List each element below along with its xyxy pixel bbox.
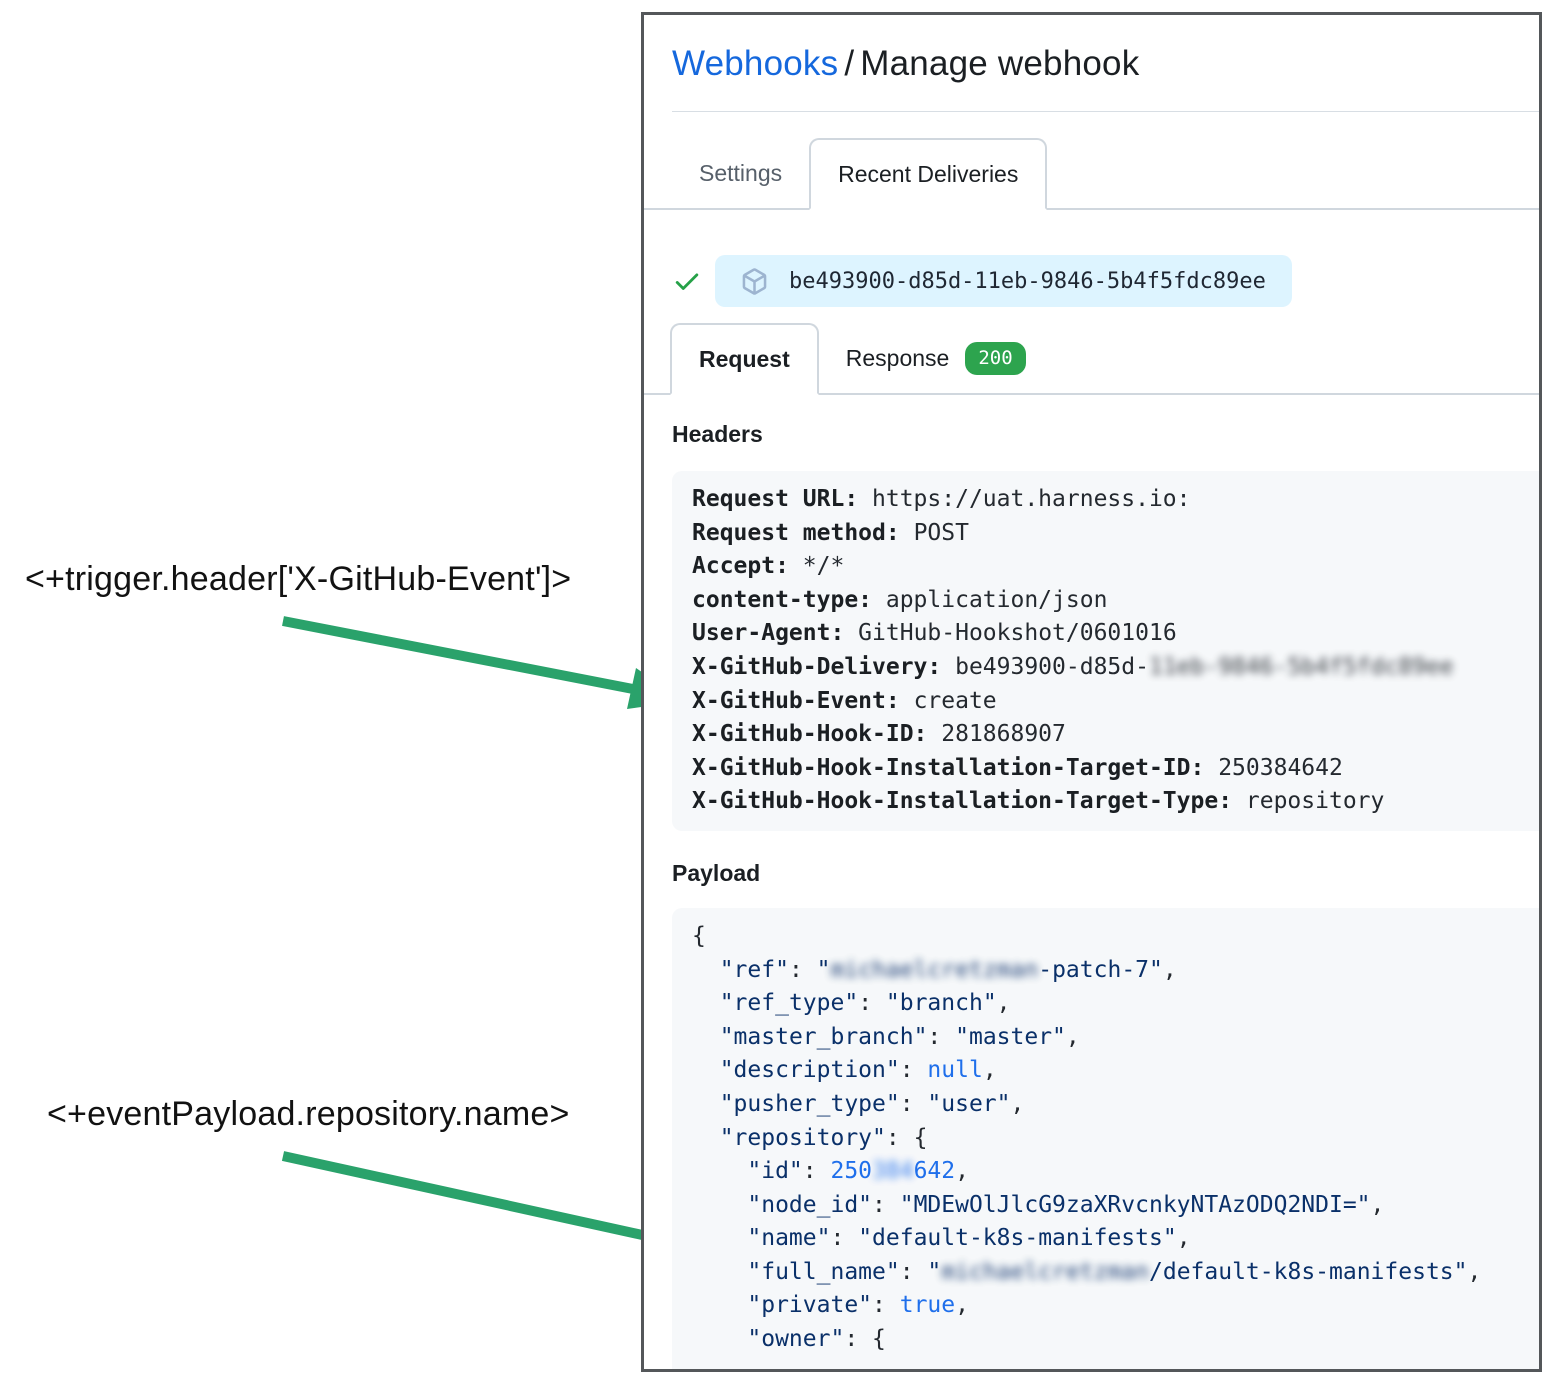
header-line: X-GitHub-Hook-ID: 281868907 [692, 721, 1066, 748]
payload-line: "ref_type": "branch", [719, 990, 1011, 1017]
payload-line: "private": true, [747, 1292, 969, 1319]
header-line: content-type: application/json [692, 586, 1108, 613]
tab-settings[interactable]: Settings [699, 159, 783, 186]
page-title: Webhooks/Manage webhook [672, 41, 1511, 86]
page-title-text: Manage webhook [860, 44, 1140, 83]
tab-recent-deliveries[interactable]: Recent Deliveries [809, 138, 1048, 210]
payload-line: "pusher_type": "user", [719, 1090, 1025, 1117]
payload-line: "repository": { [719, 1124, 928, 1151]
breadcrumb-webhooks-link[interactable]: Webhooks [672, 44, 839, 83]
arrow-to-github-event [282, 616, 684, 709]
check-icon [675, 273, 699, 290]
header-line: X-GitHub-Hook-Installation-Target-Type: … [692, 788, 1385, 815]
headers-section-title: Headers [672, 421, 763, 447]
delivery-guid: be493900-d85d-11eb-9846-5b4f5fdc89ee [789, 268, 1266, 294]
breadcrumb-separator: / [844, 44, 855, 83]
header-line: Accept: */* [692, 553, 845, 580]
payload-code-block: { "ref": "michaelcretzman-patch-7", "ref… [672, 907, 1539, 1369]
delivery-item[interactable]: be493900-d85d-11eb-9846-5b4f5fdc89ee [715, 255, 1292, 307]
tab-response-label: Response [845, 344, 950, 371]
trigger-expression-annotation: <+trigger.header['X-GitHub-Event']> [25, 560, 572, 598]
payload-line: "description": null, [719, 1057, 997, 1084]
payload-line: "master_branch": "master", [719, 1023, 1080, 1050]
manage-webhook-panel: Webhooks/Manage webhook Settings Recent … [641, 12, 1542, 1372]
payload-line: "full_name": "michaelcretzman/default-k8… [747, 1258, 1482, 1285]
request-response-tabbar: Request Response 200 [644, 323, 1539, 395]
package-icon [742, 267, 767, 295]
payload-line: "owner": { [747, 1326, 886, 1353]
webhook-tabbar: Settings Recent Deliveries [644, 138, 1539, 210]
header-line: X-GitHub-Hook-Installation-Target-ID: 25… [692, 754, 1343, 781]
payload-line: "node_id": "MDEwOlJlcG9zaXRvcnkyNTAzODQ2… [747, 1191, 1385, 1218]
tab-request[interactable]: Request [670, 323, 819, 395]
header-line: Request method: POST [692, 519, 969, 546]
payload-line: "name": "default-k8s-manifests", [747, 1225, 1191, 1252]
payload-line: { [692, 922, 706, 949]
headers-code-block: Request URL: https://uat.harness.io: Requ… [672, 471, 1539, 831]
response-status-badge: 200 [965, 341, 1026, 375]
header-line: User-Agent: GitHub-Hookshot/0601016 [692, 620, 1177, 647]
payload-line: "ref": "michaelcretzman-patch-7", [719, 956, 1177, 983]
payload-expression-annotation: <+eventPayload.repository.name> [47, 1095, 570, 1133]
delivery-row: be493900-d85d-11eb-9846-5b4f5fdc89ee [672, 255, 1539, 307]
header-line: Request URL: https://uat.harness.io: [692, 486, 1191, 512]
tab-response[interactable]: Response 200 [819, 323, 1053, 393]
header-line: X-GitHub-Delivery: be493900-d85d-11eb-98… [692, 653, 1454, 680]
payload-section-title: Payload [672, 859, 761, 886]
header-line: X-GitHub-Event: create [692, 687, 997, 714]
title-divider [672, 111, 1539, 112]
payload-line: "id": 250384642, [747, 1158, 969, 1185]
